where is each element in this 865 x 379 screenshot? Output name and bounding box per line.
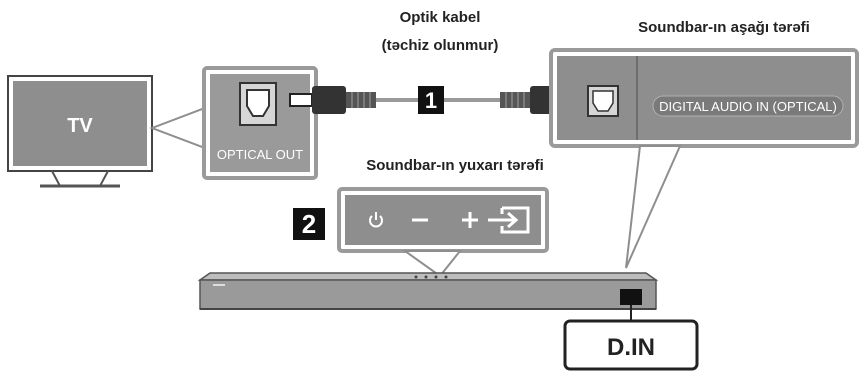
display-readout-box bbox=[563, 319, 699, 371]
volume-up-icon[interactable] bbox=[462, 212, 478, 228]
soundbar-display-window bbox=[620, 289, 642, 305]
soundbar-bottom-caption: Soundbar-ın aşağı tərəfi bbox=[638, 19, 810, 36]
step-2-badge bbox=[293, 208, 325, 240]
soundbar-optical-port-icon bbox=[587, 85, 619, 117]
tv-port-label: OPTICAL OUT bbox=[217, 147, 303, 162]
display-readout-text: D.IN bbox=[607, 334, 655, 361]
step-2-number: 2 bbox=[302, 209, 316, 239]
tv-illustration bbox=[7, 75, 153, 188]
power-icon[interactable] bbox=[369, 212, 383, 228]
source-input-icon[interactable] bbox=[488, 206, 530, 234]
soundbar-port-label: DIGITAL AUDIO IN (OPTICAL) bbox=[659, 99, 837, 114]
soundbar-body bbox=[197, 272, 659, 310]
cable-title: Optik kabel bbox=[400, 9, 481, 26]
optical-port-icon bbox=[239, 82, 277, 126]
tv-callout-pointer bbox=[149, 106, 206, 150]
cable-subtitle: (təchiz olunmur) bbox=[382, 37, 499, 54]
step-1-badge bbox=[418, 86, 444, 114]
tv-label: TV bbox=[67, 115, 93, 137]
bottom-callout-pointer bbox=[625, 145, 682, 269]
step-1-number: 1 bbox=[425, 88, 437, 113]
soundbar-top-caption: Soundbar-ın yuxarı tərəfi bbox=[366, 157, 544, 174]
top-callout-pointer bbox=[401, 250, 463, 278]
soundbar-port-label-box bbox=[652, 95, 844, 117]
